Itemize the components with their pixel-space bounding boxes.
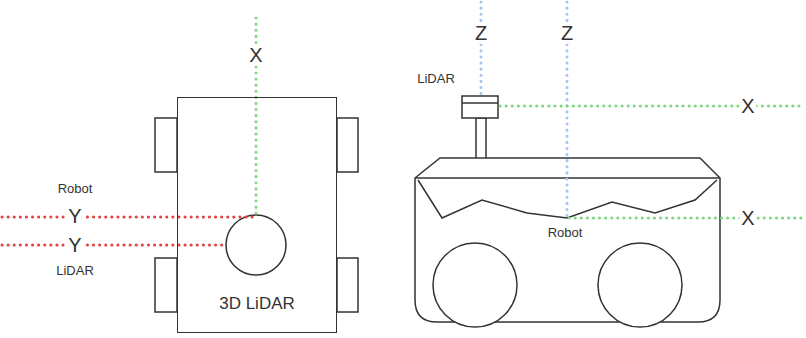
- axis-label: Robot: [546, 226, 585, 240]
- axis-label: Y: [66, 234, 83, 256]
- axis-label: Z: [559, 22, 575, 44]
- robot-body: 3D LiDAR: [177, 97, 337, 333]
- part-label: 3D LiDAR: [219, 294, 295, 314]
- side-axis-lines: [481, 2, 804, 218]
- axis-label: X: [247, 44, 264, 66]
- axis-label: Y: [66, 205, 83, 227]
- axis-label: Robot: [56, 182, 95, 196]
- axis-label: X: [739, 207, 756, 229]
- lidar-circle: [226, 215, 286, 275]
- axis-label: Z: [473, 22, 489, 44]
- axis-label: X: [739, 95, 756, 117]
- axis-label: LiDAR: [415, 72, 457, 86]
- axis-lines: [2, 18, 256, 245]
- axis-label: LiDAR: [54, 264, 96, 278]
